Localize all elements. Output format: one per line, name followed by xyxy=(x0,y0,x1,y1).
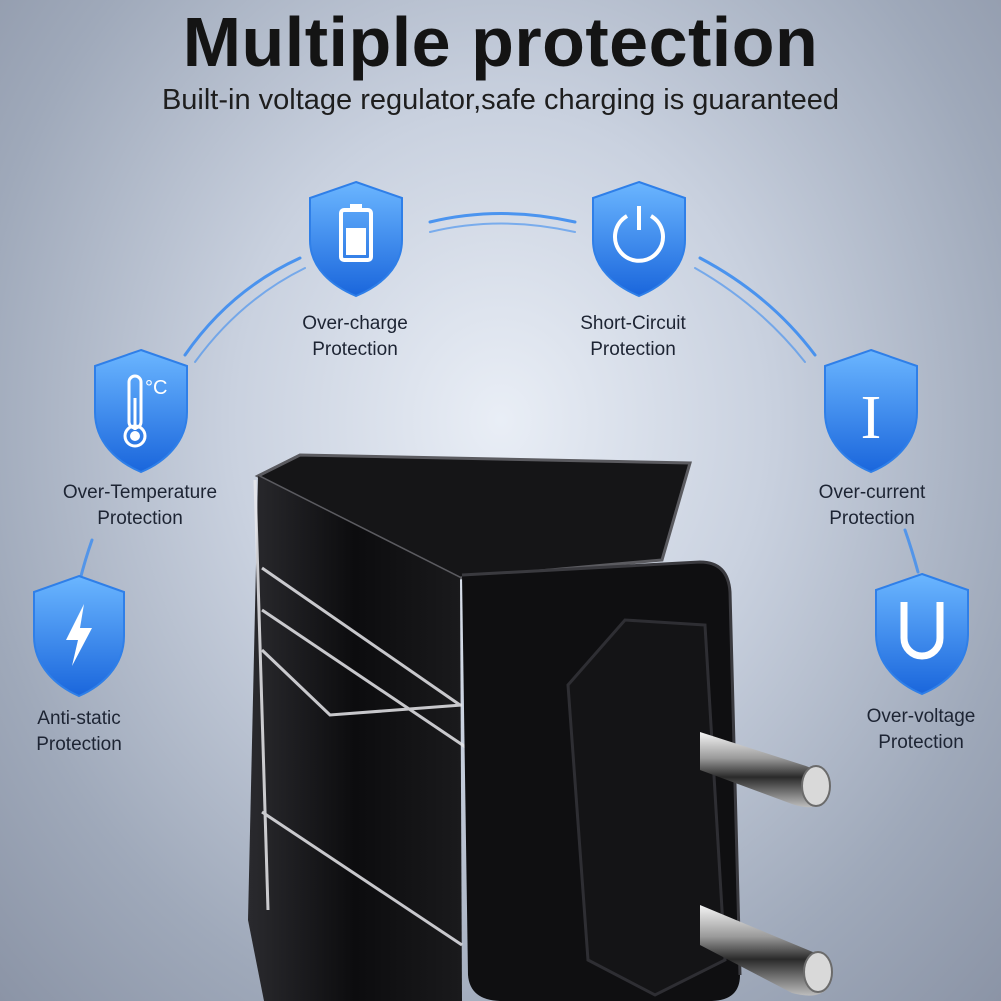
over-current-shield: I xyxy=(823,348,919,474)
short-circuit-shield xyxy=(591,180,687,298)
svg-text:I: I xyxy=(861,384,882,452)
thermometer-icon: °C xyxy=(94,348,188,474)
over-voltage-shield xyxy=(874,572,970,696)
anti-static-shield xyxy=(32,574,126,698)
anti-static-label: Anti-static Protection xyxy=(36,708,122,755)
over-voltage-label: Over-voltage Protection xyxy=(866,706,976,753)
over-charge-shield xyxy=(308,180,404,298)
battery-icon xyxy=(309,180,403,298)
headline: Multiple protection xyxy=(182,3,819,81)
voltage-icon xyxy=(875,572,969,696)
short-circuit-label: Short-Circuit Protection xyxy=(580,313,686,360)
over-temperature-label: Over-Temperature Protection xyxy=(62,482,218,529)
svg-text:°C: °C xyxy=(145,377,167,399)
power-icon xyxy=(592,180,686,298)
over-current-label: Over-current Protection xyxy=(818,482,926,529)
over-temperature-shield: °C xyxy=(93,348,189,474)
lightning-icon xyxy=(33,574,125,698)
current-icon: I xyxy=(824,348,918,474)
subheadline: Built-in voltage regulator,safe charging… xyxy=(161,84,840,116)
over-charge-label: Over-charge Protection xyxy=(302,313,408,360)
